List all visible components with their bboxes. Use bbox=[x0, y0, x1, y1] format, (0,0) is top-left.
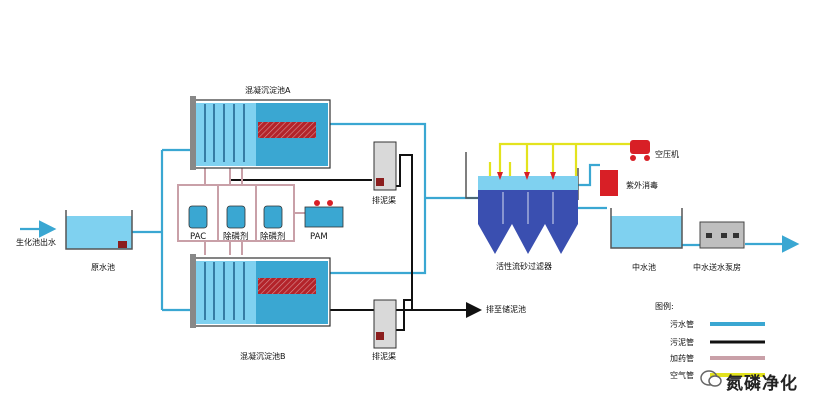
dosing-tank-pam bbox=[304, 200, 344, 228]
legend-label-dosing: 加药管 bbox=[670, 354, 694, 363]
sed-b-label: 混凝沉淀池B bbox=[240, 352, 286, 361]
pac-label: PAC bbox=[190, 232, 207, 242]
p-remover-label-1: 除磷剂 bbox=[223, 232, 249, 242]
to-sludge-tank-label: 排至储泥池 bbox=[486, 305, 526, 314]
pump-house-label: 中水送水泵房 bbox=[693, 263, 741, 272]
dosing-tank-p-remover-1 bbox=[226, 205, 246, 229]
watermark-text: 氮磷净化 bbox=[726, 374, 798, 394]
pam-label: PAM bbox=[310, 232, 328, 242]
air-compressor bbox=[630, 140, 650, 161]
active-sand-filter bbox=[465, 152, 579, 254]
compressor-label: 空压机 bbox=[655, 150, 679, 159]
water-pipes bbox=[20, 122, 800, 312]
dosing-tank-p-remover-2 bbox=[263, 205, 283, 229]
inlet-label: 生化池出水 bbox=[16, 238, 56, 247]
p-remover-label-2: 除磷剂 bbox=[260, 232, 286, 242]
reclaimed-water-tank bbox=[610, 208, 683, 249]
legend-title: 图例: bbox=[655, 302, 674, 311]
raw-water-tank bbox=[65, 210, 133, 250]
uv-label: 紫外消毒 bbox=[626, 181, 658, 190]
pump-house bbox=[699, 221, 745, 249]
wechat-logo-icon bbox=[700, 370, 722, 387]
raw-tank-label: 原水池 bbox=[91, 263, 115, 272]
legend-label-sludge: 污泥管 bbox=[670, 338, 694, 347]
legend-label-sewage: 污水管 bbox=[670, 320, 694, 329]
legend-swatches bbox=[710, 322, 765, 377]
sludge-channel-label-1: 排泥渠 bbox=[372, 196, 396, 205]
sludge-channel-lower bbox=[373, 299, 397, 349]
legend-label-air: 空气管 bbox=[670, 371, 694, 380]
sedimentation-tank-b bbox=[190, 254, 331, 328]
sludge-channel-upper bbox=[373, 141, 397, 191]
uv-disinfection-unit bbox=[600, 170, 618, 196]
reclaimed-tank-label: 中水池 bbox=[632, 263, 656, 272]
sludge-channel-label-2: 排泥渠 bbox=[372, 352, 396, 361]
dosing-tank-pac bbox=[188, 205, 208, 229]
sedimentation-tank-a bbox=[190, 96, 331, 170]
sand-filter-label: 活性流砂过滤器 bbox=[496, 262, 552, 271]
sed-a-label: 混凝沉淀池A bbox=[245, 86, 291, 95]
